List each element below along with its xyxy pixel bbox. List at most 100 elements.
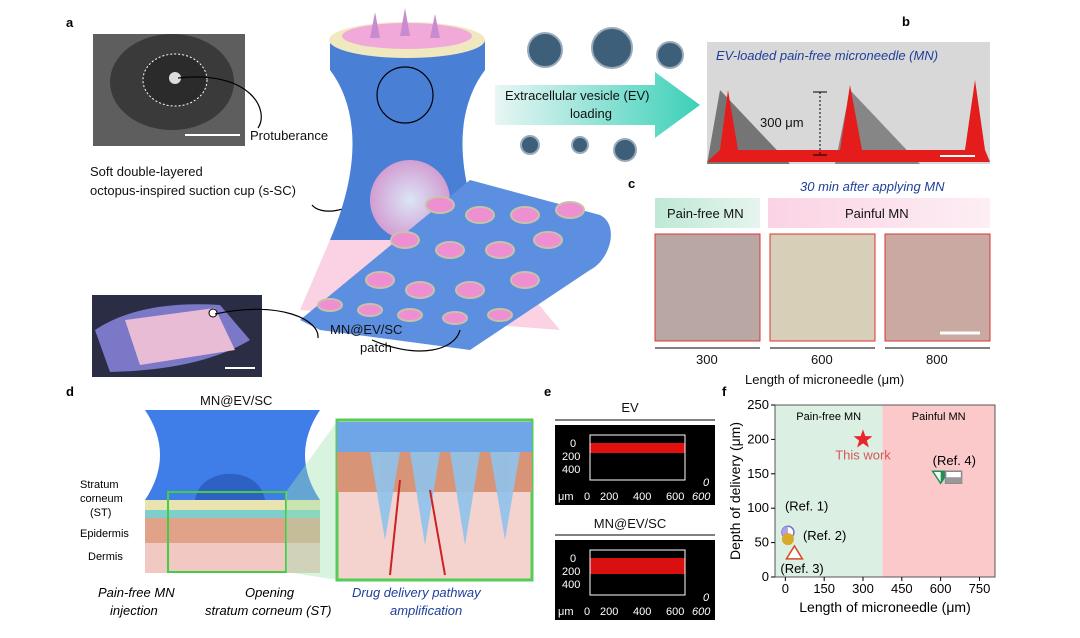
data-point-triangle [785, 544, 804, 560]
caption-painfree-2: injection [110, 603, 158, 618]
x-tick-label: 300 [852, 581, 874, 596]
x-tick-label: 0 [782, 581, 789, 596]
svg-text:600: 600 [666, 491, 684, 503]
panel-c-title: 30 min after applying MN [800, 179, 945, 194]
panel-c-xlabel: Length of microneedle (μm) [745, 372, 904, 387]
mn-ev-sc-3d-image: MN@EV/SC [555, 516, 715, 620]
ev-arrow-label-1: Extracellular vesicle (EV) [505, 88, 650, 103]
length-label-300: 300 [696, 352, 718, 367]
suction-cup-label-2: octopus-inspired suction cup (s-SC) [90, 183, 296, 198]
skin-image-600 [769, 233, 876, 342]
data-point-circle [781, 533, 794, 546]
suction-cup-label-1: Soft double-layered [90, 164, 203, 179]
caption-opening-1: Opening [245, 585, 295, 600]
skin-image-300 [654, 233, 761, 342]
svg-text:600: 600 [666, 606, 684, 618]
image-title: MN@EV/SC [594, 516, 666, 531]
svg-text:200: 200 [600, 606, 618, 618]
svg-text:600: 600 [692, 606, 711, 618]
svg-text:μm: μm [558, 606, 574, 618]
sem-suction-cup-image [93, 34, 245, 146]
layer-label: Stratum [80, 479, 119, 491]
painful-group-label: Painful MN [845, 206, 909, 221]
zoom-projection [286, 420, 338, 580]
y-tick-label: 200 [747, 431, 769, 446]
image-title: EV [621, 400, 639, 415]
arrow-connector [177, 76, 262, 129]
data-label: (Ref. 2) [803, 528, 846, 543]
region-1 [882, 405, 995, 577]
arrow-connector [214, 308, 319, 339]
height-label: 300 μm [760, 115, 804, 130]
protuberance-label: Protuberance [250, 128, 328, 143]
x-tick-label: 600 [930, 581, 952, 596]
svg-text:200: 200 [600, 491, 618, 503]
data-point-star [853, 429, 873, 448]
svg-text:600: 600 [692, 491, 711, 503]
panel-label-f: f [722, 384, 727, 399]
panel-label-e: e [544, 384, 551, 399]
svg-text:0: 0 [584, 606, 590, 618]
x-tick-label: 750 [969, 581, 991, 596]
layer-label: Epidermis [80, 528, 129, 540]
y-tick-label: 250 [747, 397, 769, 412]
painfree-group-header [655, 198, 760, 228]
svg-text:400: 400 [633, 606, 651, 618]
ev-loading-arrow [495, 72, 700, 138]
panel-label-d: d [66, 384, 74, 399]
ev-arrow-label-2: loading [570, 106, 612, 121]
painfree-group-label: Pain-free MN [667, 206, 744, 221]
microneedle-image [707, 42, 990, 164]
layer-label: corneum [80, 493, 123, 505]
svg-text:200: 200 [562, 451, 580, 463]
zoomed-skin-inset [335, 418, 534, 582]
layer-label: Dermis [88, 551, 123, 563]
patch-on-skin-illustration [145, 410, 320, 573]
panel-label-a: a [66, 15, 74, 30]
patch-label-1: MN@EV/SC [330, 322, 402, 337]
patch-on-glove-photo [92, 295, 262, 377]
svg-text:400: 400 [562, 579, 580, 591]
y-tick-label: 0 [762, 569, 769, 584]
patch-3d-illustration [300, 180, 611, 350]
svg-text:0: 0 [703, 592, 710, 604]
y-tick-label: 150 [747, 466, 769, 481]
length-label-600: 600 [811, 352, 833, 367]
svg-text:400: 400 [633, 491, 651, 503]
data-label: This work [835, 447, 891, 462]
svg-text:μm: μm [558, 491, 574, 503]
data-label: (Ref. 1) [785, 498, 828, 513]
data-point-fill [945, 477, 962, 484]
length-label-800: 800 [926, 352, 948, 367]
panel-label-b: b [902, 14, 910, 29]
layer-label: (ST) [90, 507, 111, 519]
patch-label-2: patch [360, 340, 392, 355]
region-label: Painful MN [912, 411, 966, 423]
svg-text:0: 0 [570, 438, 576, 450]
x-tick-label: 450 [891, 581, 913, 596]
skin-layer-labels: Stratum corneum (ST) Epidermis Dermis [80, 479, 129, 563]
skin-image-800 [884, 233, 991, 342]
y-tick-label: 50 [755, 535, 769, 550]
x-tick-label: 150 [813, 581, 835, 596]
plot-frame [774, 404, 996, 578]
caption-painfree-1: Pain-free MN [98, 585, 175, 600]
arrow-connector [371, 329, 461, 352]
y-axis-label: Depth of delivery (μm) [727, 422, 743, 560]
ev-3d-image: EV [555, 400, 715, 505]
x-axis-label: Length of microneedle (μm) [799, 599, 970, 615]
svg-text:0: 0 [570, 553, 576, 565]
caption-pathway-1: Drug delivery pathway [352, 585, 482, 600]
data-label: (Ref. 3) [780, 561, 823, 576]
y-tick-label: 100 [747, 500, 769, 515]
panel-b-title: EV-loaded pain-free microneedle (MN) [716, 48, 938, 63]
svg-text:400: 400 [562, 464, 580, 476]
panel-label-c: c [628, 176, 635, 191]
svg-text:0: 0 [584, 491, 590, 503]
caption-opening-2: stratum corneum (ST) [205, 603, 331, 618]
panel-d-title: MN@EV/SC [200, 393, 272, 408]
